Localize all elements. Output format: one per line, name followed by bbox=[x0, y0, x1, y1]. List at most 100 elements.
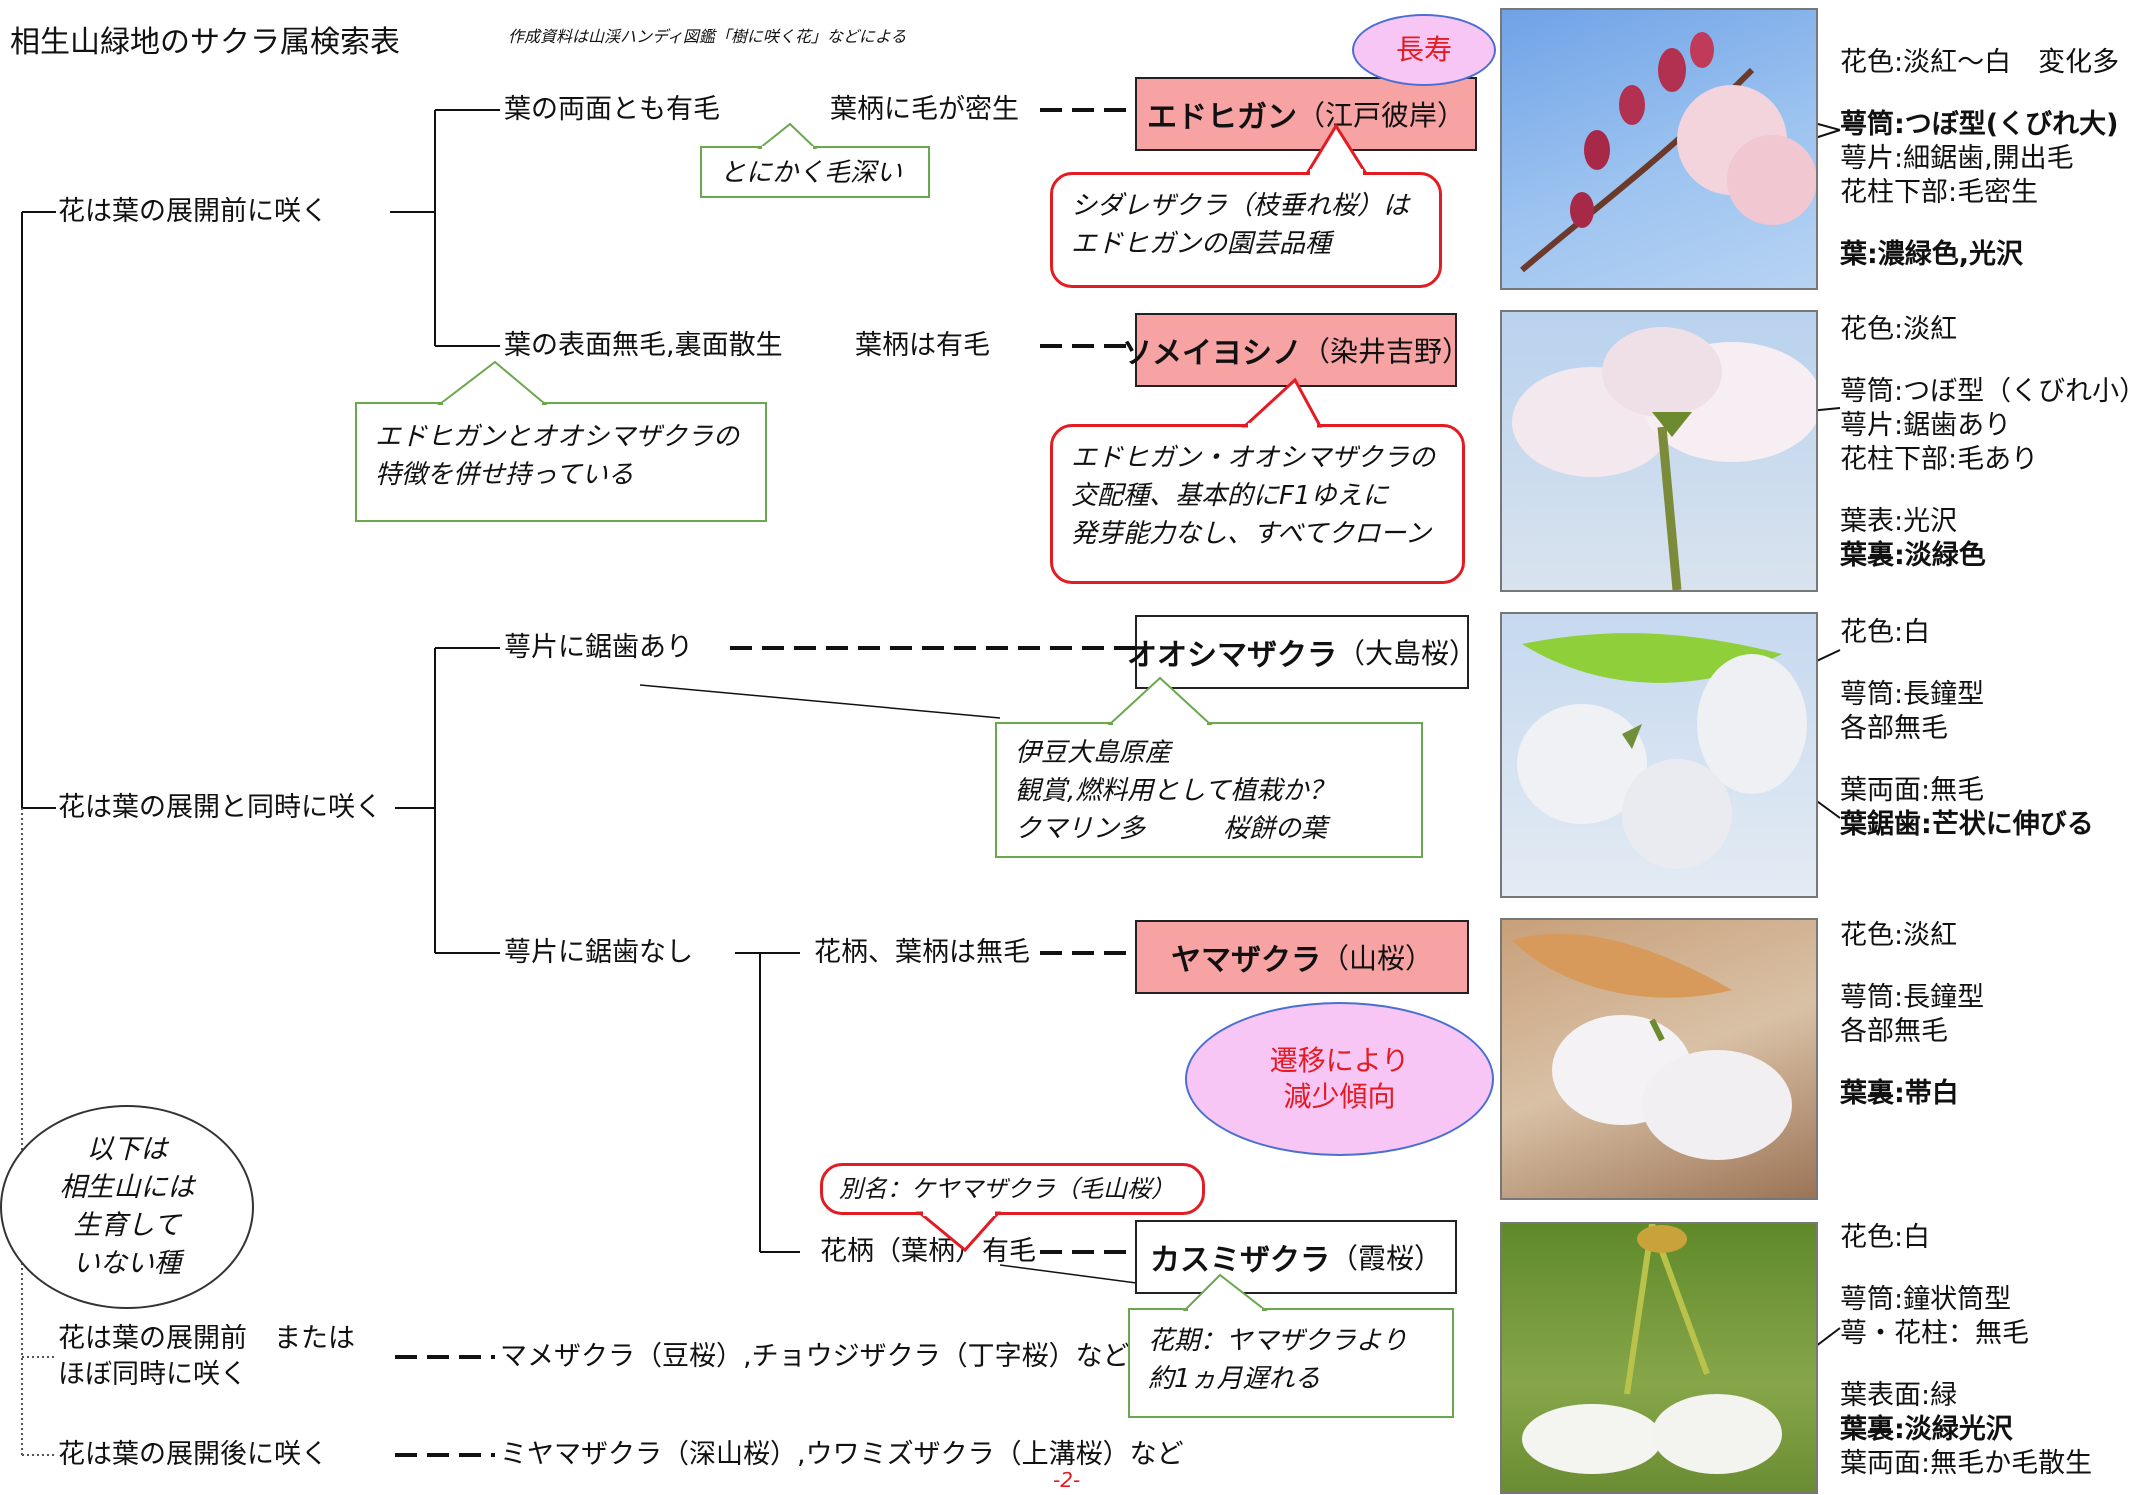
flower-illustration bbox=[1512, 327, 1816, 590]
node-petiole-dense-hair: 葉柄に毛が密生 bbox=[830, 94, 1019, 125]
info-line: 花柱下部:毛密生 bbox=[1840, 177, 2039, 208]
info-line: 葉両面:無毛 bbox=[1840, 775, 1985, 806]
info-line: 花色:淡紅～白 変化多 bbox=[1840, 47, 2120, 78]
info-line: 葉裏:帯白 bbox=[1840, 1078, 1959, 1109]
node-petiole-hairy: 葉柄は有毛 bbox=[855, 330, 990, 361]
info-line: 花色:白 bbox=[1840, 617, 1931, 648]
bloom-line-2: 約1ヵ月遅れる bbox=[1148, 1364, 1321, 1394]
decline-line-2: 減少傾向 bbox=[1283, 1080, 1396, 1113]
photo-yamazakura bbox=[1500, 918, 1818, 1200]
species-box-oshimazakura: オオシマザクラ（大島桜） bbox=[1127, 615, 1477, 689]
info-line: 花柱下部:毛あり bbox=[1840, 444, 2039, 475]
photo-oshimazakura bbox=[1500, 612, 1818, 898]
species-kanji: （霞桜） bbox=[1329, 1242, 1442, 1275]
shidare-callout: シダレザクラ（枝垂れ桜）は エドヒガンの園芸品種 bbox=[1050, 172, 1442, 288]
info-line: 葉:濃緑色,光沢 bbox=[1840, 239, 2024, 270]
trait-callout: エドヒガンとオオシマザクラの 特徴を併せ持っている bbox=[355, 402, 767, 522]
info-line: 葉裏:淡緑光沢 bbox=[1840, 1414, 2013, 1445]
source-note: 作成資料は山渓ハンディ図鑑「樹に咲く花」などによる bbox=[508, 27, 907, 46]
species-box-someiyoshino: ソメイヨシノ（染井吉野） bbox=[1122, 313, 1470, 387]
others-group-2: ミヤマザクラ（深山桜）,ウワミズザクラ（上溝桜）など bbox=[500, 1439, 1184, 1470]
node-pedicel-hairy: 花柄（葉柄）有毛 bbox=[820, 1236, 1036, 1267]
info-line: 葉裏:淡緑色 bbox=[1840, 540, 1986, 571]
info-line: 葉両面:無毛か毛散生 bbox=[1840, 1448, 2093, 1479]
flower-illustration bbox=[1522, 1224, 1782, 1474]
species-name: ヤマザクラ bbox=[1170, 943, 1321, 978]
info-line: 萼筒:長鐘型 bbox=[1840, 679, 1985, 710]
longevity-label: 長寿 bbox=[1395, 33, 1452, 66]
species-box-edohigan: エドヒガン（江戸彼岸） bbox=[1135, 77, 1477, 151]
info-edohigan: 花色:淡紅～白 変化多 萼筒:つぼ型(くびれ大) 萼片:細鋸歯,開出毛 花柱下部… bbox=[1840, 46, 2119, 272]
absent-line-1: 以下は bbox=[86, 1134, 168, 1165]
node-sepal-entire: 萼片に鋸歯なし bbox=[504, 937, 693, 968]
shidare-line-1: シダレザクラ（枝垂れ桜）は bbox=[1071, 191, 1410, 221]
species-kanji: （大島桜） bbox=[1337, 637, 1478, 670]
info-line: 萼・花柱：無毛 bbox=[1840, 1318, 2029, 1349]
info-line: 花色:白 bbox=[1840, 1222, 1931, 1253]
node-pedicel-glabrous: 花柄、葉柄は無毛 bbox=[814, 937, 1030, 968]
info-line: 萼片:細鋸歯,開出毛 bbox=[1840, 143, 2074, 174]
info-line: 各部無毛 bbox=[1840, 713, 1948, 744]
trait-line-1: エドヒガンとオオシマザクラの bbox=[375, 422, 740, 452]
node-before-or-with-2: ほぼ同時に咲く bbox=[58, 1359, 247, 1390]
info-line: 萼片:鋸歯あり bbox=[1840, 410, 2012, 441]
others-group-1: マメザクラ（豆桜）,チョウジザクラ（丁字桜）など bbox=[500, 1341, 1130, 1372]
hairy-text: とにかく毛深い bbox=[720, 158, 903, 188]
cross-callout: エドヒガン・オオシマザクラの 交配種、基本的にF1ゆえに 発芽能力なし、すべてク… bbox=[1050, 424, 1465, 584]
species-box-kasumizakura: カスミザクラ（霞桜） bbox=[1135, 1220, 1457, 1294]
izu-line-3: クマリン多 桜餅の葉 bbox=[1015, 814, 1328, 844]
decline-line-1: 遷移により bbox=[1269, 1044, 1410, 1077]
absent-line-3: 生育して bbox=[73, 1210, 181, 1241]
alias-callout: 別名：ケヤマザクラ（毛山桜） bbox=[820, 1163, 1205, 1215]
hairy-callout: とにかく毛深い bbox=[700, 146, 930, 198]
info-line: 萼筒:つぼ型（くびれ小） bbox=[1840, 376, 2146, 407]
node-both-hairy: 葉の両面とも有毛 bbox=[504, 94, 720, 125]
page-number: -2- bbox=[1053, 1468, 1081, 1492]
photo-edohigan bbox=[1500, 8, 1818, 290]
info-someiyoshino: 花色:淡紅 萼筒:つぼ型（くびれ小） 萼片:鋸歯あり 花柱下部:毛あり 葉表:光… bbox=[1840, 313, 2146, 573]
node-before-leaf: 花は葉の展開前に咲く bbox=[58, 196, 328, 227]
info-line: 各部無毛 bbox=[1840, 1016, 1948, 1047]
species-name: エドヒガン bbox=[1146, 100, 1297, 135]
bloom-callout: 花期：ヤマザクラより 約1ヵ月遅れる bbox=[1128, 1308, 1454, 1418]
species-kanji: （染井吉野） bbox=[1302, 335, 1471, 368]
cross-line-1: エドヒガン・オオシマザクラの bbox=[1071, 443, 1436, 473]
species-box-yamazakura: ヤマザクラ（山桜） bbox=[1135, 920, 1469, 994]
absent-note: 以下は 相生山には 生育して いない種 bbox=[0, 1105, 254, 1309]
photo-someiyoshino bbox=[1500, 310, 1818, 592]
node-before-or-with: 花は葉の展開前 または bbox=[58, 1323, 355, 1354]
cross-line-3: 発芽能力なし、すべてクローン bbox=[1071, 519, 1431, 549]
info-line: 萼筒:つぼ型(くびれ大) bbox=[1840, 109, 2119, 140]
species-kanji: （山桜） bbox=[1320, 942, 1433, 975]
info-yamazakura: 花色:淡紅 萼筒:長鐘型 各部無毛 葉裏:帯白 bbox=[1840, 919, 1984, 1111]
species-name: オオシマザクラ bbox=[1127, 638, 1337, 673]
flower-illustration bbox=[1520, 32, 1816, 273]
izu-line-2: 観賞,燃料用として植栽か？ bbox=[1015, 776, 1335, 806]
page-title: 相生山緑地のサクラ属検索表 bbox=[10, 25, 400, 60]
info-line: 萼筒:鐘状筒型 bbox=[1840, 1284, 2012, 1315]
node-with-leaf: 花は葉の展開と同時に咲く bbox=[58, 792, 382, 823]
info-kasumizakura: 花色:白 萼筒:鐘状筒型 萼・花柱：無毛 葉表面:緑 葉裏:淡緑光沢 葉両面:無… bbox=[1840, 1221, 2092, 1481]
info-line: 萼筒:長鐘型 bbox=[1840, 982, 1985, 1013]
node-after-leaf: 花は葉の展開後に咲く bbox=[58, 1439, 328, 1470]
bloom-line-1: 花期：ヤマザクラより bbox=[1148, 1326, 1408, 1356]
flower-illustration bbox=[1512, 933, 1792, 1160]
photo-kasumizakura bbox=[1500, 1222, 1818, 1494]
info-line: 葉表面:緑 bbox=[1840, 1380, 1958, 1411]
node-upper-glabrous: 葉の表面無毛,裏面散生 bbox=[504, 330, 783, 361]
longevity-badge: 長寿 bbox=[1352, 14, 1496, 86]
flower-illustration bbox=[1517, 633, 1807, 869]
info-line: 花色:淡紅 bbox=[1840, 314, 1958, 345]
izu-callout: 伊豆大島原産 観賞,燃料用として植栽か？ クマリン多 桜餅の葉 bbox=[995, 722, 1423, 858]
species-name: カスミザクラ bbox=[1149, 1243, 1330, 1278]
shidare-line-2: エドヒガンの園芸品種 bbox=[1071, 229, 1332, 259]
absent-line-2: 相生山には bbox=[59, 1172, 195, 1203]
cross-line-2: 交配種、基本的にF1ゆえに bbox=[1071, 481, 1389, 511]
trait-line-2: 特徴を併せ持っている bbox=[375, 460, 634, 490]
absent-line-4: いない種 bbox=[73, 1248, 181, 1279]
izu-line-1: 伊豆大島原産 bbox=[1015, 738, 1172, 768]
node-sepal-serrate: 萼片に鋸歯あり bbox=[504, 632, 693, 663]
info-line: 葉鋸歯:芒状に伸びる bbox=[1840, 809, 2094, 840]
info-oshimazakura: 花色:白 萼筒:長鐘型 各部無毛 葉両面:無毛 葉鋸歯:芒状に伸びる bbox=[1840, 616, 2094, 842]
info-line: 葉表:光沢 bbox=[1840, 506, 1958, 537]
